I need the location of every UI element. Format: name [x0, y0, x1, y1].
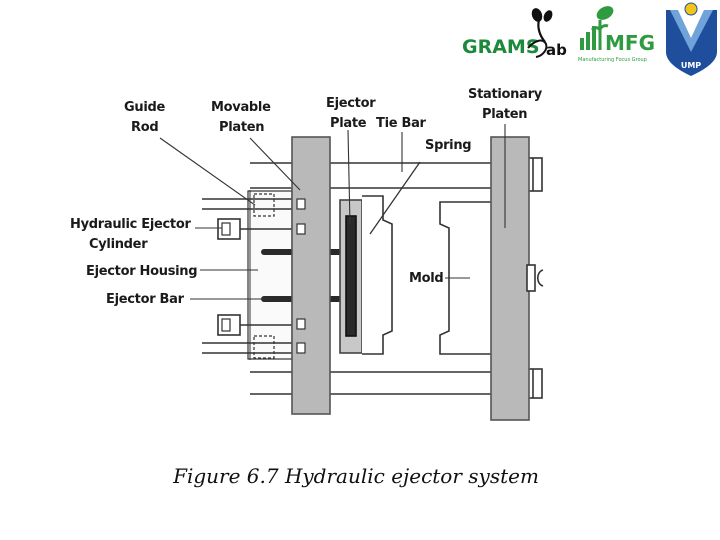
label-ejector-plate: Ejector	[326, 96, 376, 111]
label-stationary-platen-line2: Platen	[482, 107, 527, 122]
ump-logo-text: UMP	[681, 61, 701, 70]
label-ejector-plate-line2: Plate	[330, 116, 367, 131]
label-guide-rod: Guide	[124, 100, 165, 115]
label-tie-bar: Tie Bar	[376, 116, 427, 131]
swoosh-icon	[527, 39, 548, 58]
platen-bolt	[296, 198, 306, 354]
label-movable-platen: Movable	[211, 100, 271, 115]
logo-bar: GRAMS ab MFG Manufacturing Focus Group U…	[462, 2, 717, 76]
label-ejector-bar: Ejector Bar	[106, 292, 185, 307]
bar-icon	[586, 32, 590, 50]
guide-bushing	[253, 193, 275, 359]
label-movable-platen-line2: Platen	[219, 120, 264, 135]
leaf-icon	[531, 8, 543, 22]
ejector-plate	[345, 215, 357, 337]
label-spring: Spring	[425, 138, 471, 153]
label-hydraulic-ejector-line2: Cylinder	[89, 237, 148, 252]
mfg-logo: MFG Manufacturing Focus Group	[578, 6, 655, 63]
label-ejector-housing: Ejector Housing	[86, 264, 197, 279]
leaf-icon	[596, 6, 614, 20]
gramslab-logo-text: GRAMS	[462, 36, 540, 58]
bar-icon	[592, 26, 596, 50]
mfg-logo-subtitle: Manufacturing Focus Group	[578, 57, 647, 63]
ejector-housing	[247, 190, 293, 360]
spring	[369, 161, 421, 235]
bar-icon	[580, 38, 584, 50]
emblem-icon	[684, 2, 698, 16]
movable-platen	[291, 136, 331, 415]
labels: Guide Rod Movable Platen Ejector Plate T…	[70, 87, 543, 307]
hydraulic-ejector-cylinder-lower	[217, 314, 300, 336]
mechanism	[202, 136, 544, 421]
figure-caption: Figure 6.7 Hydraulic ejector system	[0, 464, 720, 488]
label-mold: Mold	[409, 271, 443, 286]
figure-caption-text: Figure 6.7 Hydraulic ejector system	[173, 464, 539, 488]
tie-bar-nut	[527, 157, 543, 192]
mold-half-movable	[362, 195, 393, 355]
label-hydraulic-ejector: Hydraulic Ejector	[70, 217, 191, 232]
stationary-platen	[490, 136, 530, 421]
label-guide-rod-line2: Rod	[131, 120, 158, 135]
gramslab-logo-suffix: ab	[546, 41, 567, 59]
leaf-icon	[543, 10, 553, 22]
hydraulic-ejector-cylinder-upper	[217, 218, 300, 240]
ump-logo: UMP	[666, 2, 717, 76]
gramslab-logo: GRAMS ab	[462, 8, 567, 59]
sprue-bushing	[526, 264, 544, 292]
mfg-logo-text: MFG	[605, 31, 655, 55]
tie-bar-nut	[527, 368, 543, 399]
leader-lines	[159, 124, 506, 300]
label-stationary-platen: Stationary	[468, 87, 543, 102]
guide-rod	[202, 198, 298, 354]
